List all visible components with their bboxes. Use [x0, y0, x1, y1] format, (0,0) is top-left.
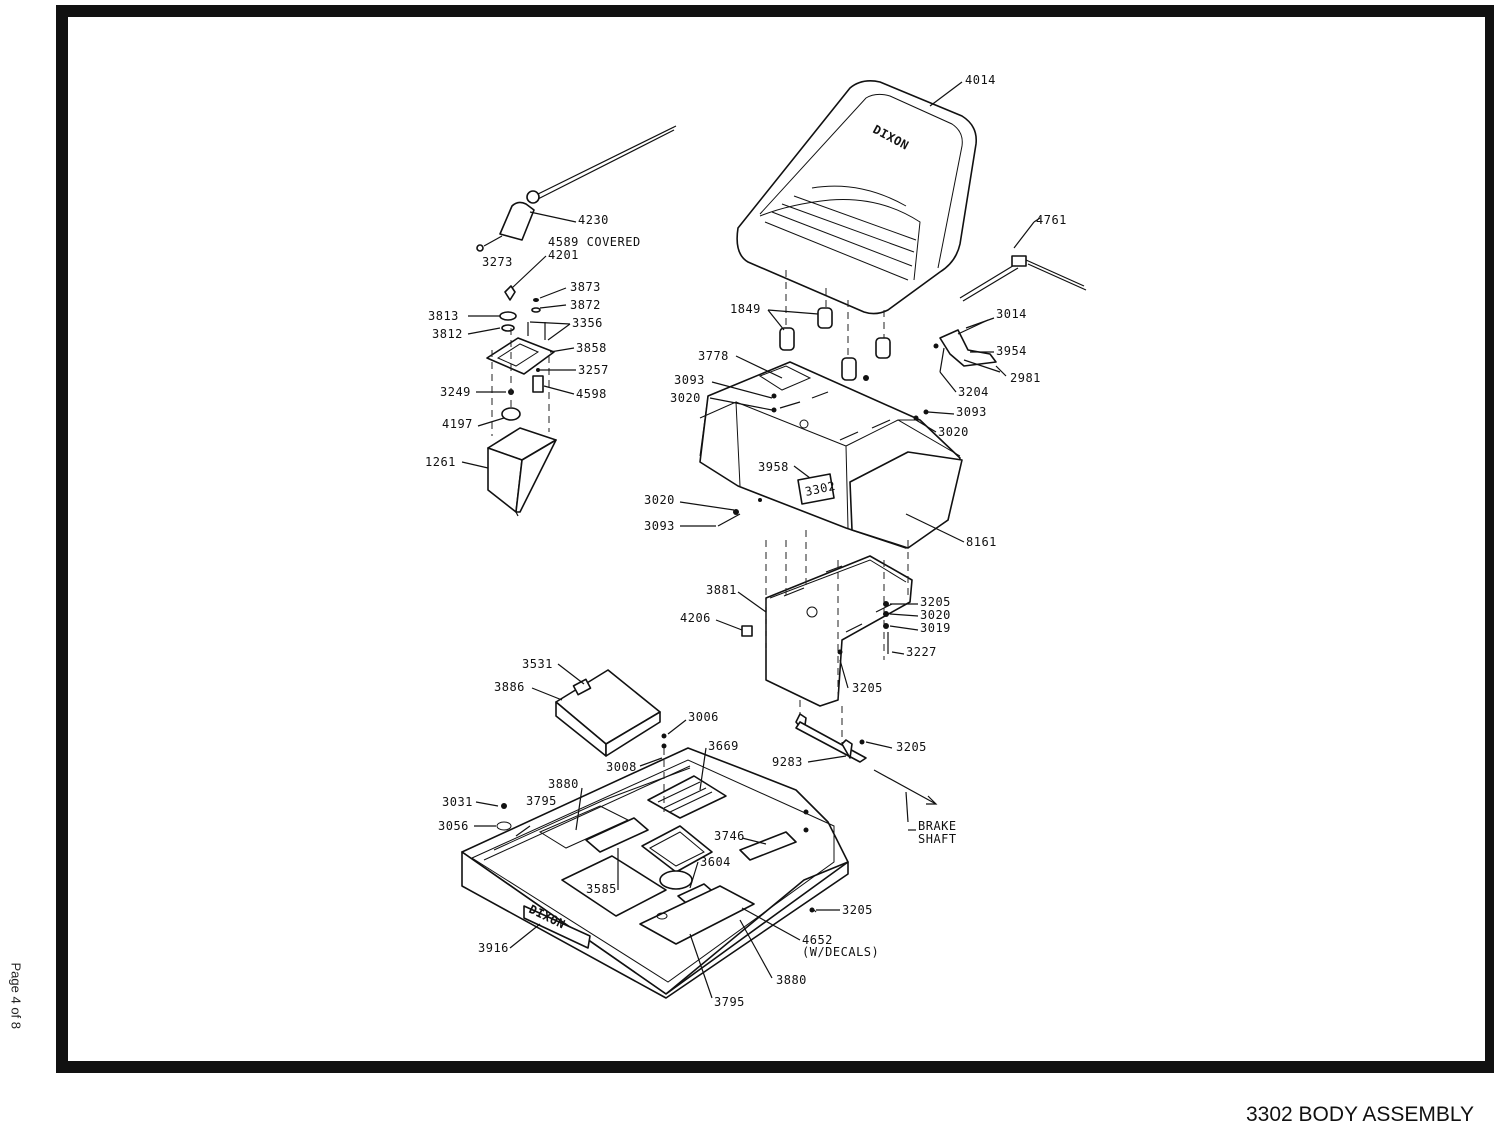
label-3093-b: 3093 [956, 405, 987, 419]
leader-lines [461, 81, 1041, 999]
label-3531: 3531 [522, 657, 553, 671]
label-4761: 4761 [1036, 213, 1067, 227]
label-4652: 4652 [802, 933, 833, 947]
label-3778: 3778 [698, 349, 729, 363]
seat-switch [933, 221, 1087, 373]
floor-pan: DIXON [461, 733, 849, 999]
label-3093-c: 3093 [644, 519, 675, 533]
label-2981: 2981 [1010, 371, 1041, 385]
label-3008: 3008 [606, 760, 637, 774]
label-4197: 4197 [442, 417, 473, 431]
label-4206: 4206 [680, 611, 711, 625]
label-shaft: SHAFT [918, 832, 957, 846]
label-3881: 3881 [706, 583, 737, 597]
label-3604: 3604 [700, 855, 731, 869]
label-4598: 4598 [576, 387, 607, 401]
label-3020-b: 3020 [938, 425, 969, 439]
label-3746: 3746 [714, 829, 745, 843]
pan-hardware [717, 393, 929, 527]
label-3031: 3031 [442, 795, 473, 809]
label-3273: 3273 [482, 255, 513, 269]
label-3813: 3813 [428, 309, 459, 323]
label-3669: 3669 [708, 739, 739, 753]
label-4201: 4201 [548, 248, 579, 262]
label-1261: 1261 [425, 455, 456, 469]
seat-support-plate [741, 530, 913, 707]
label-9283: 9283 [772, 755, 803, 769]
drawing-caption: 3302 BODY ASSEMBLY [1245, 1103, 1474, 1126]
label-3795-b: 3795 [714, 995, 745, 1009]
label-3916: 3916 [478, 941, 509, 955]
switch-bracket-1261 [487, 427, 557, 517]
label-3858: 3858 [576, 341, 607, 355]
label-3056: 3056 [438, 819, 469, 833]
label-3249: 3249 [440, 385, 471, 399]
label-4652-decals: (W/DECALS) [802, 945, 879, 959]
label-3205-b: 3205 [852, 681, 883, 695]
label-1849: 1849 [730, 302, 761, 316]
label-3812: 3812 [432, 327, 463, 341]
label-4589: 4589 COVERED [548, 235, 641, 249]
label-3020-d: 3020 [920, 608, 951, 622]
label-4014: 4014 [965, 73, 996, 87]
access-cover [555, 669, 661, 757]
label-3204: 3204 [958, 385, 989, 399]
label-3954: 3954 [996, 344, 1027, 358]
label-3019: 3019 [920, 621, 951, 635]
label-4230: 4230 [578, 213, 609, 227]
label-3880-a: 3880 [548, 777, 579, 791]
label-8161: 8161 [966, 535, 997, 549]
seat-bumpers [779, 270, 891, 381]
brake-shaft [795, 700, 938, 805]
label-3958: 3958 [758, 460, 789, 474]
label-3205-c: 3205 [896, 740, 927, 754]
label-3257: 3257 [578, 363, 609, 377]
label-3020-a: 3020 [670, 391, 701, 405]
label-3880-b: 3880 [776, 973, 807, 987]
label-3872: 3872 [570, 298, 601, 312]
throttle-control [476, 125, 677, 252]
fender-decal-text: 3302 [804, 479, 837, 499]
label-3093-a: 3093 [674, 373, 705, 387]
label-3585: 3585 [586, 882, 617, 896]
label-brake: BRAKE [918, 819, 957, 833]
seat: DIXON [736, 80, 978, 315]
label-3205-d: 3205 [842, 903, 873, 917]
label-3014: 3014 [996, 307, 1027, 321]
label-3873: 3873 [570, 280, 601, 294]
switch-hardware [486, 285, 555, 436]
label-3227: 3227 [906, 645, 937, 659]
label-3356: 3356 [572, 316, 603, 330]
label-3795-a: 3795 [526, 794, 557, 808]
part-labels: 4014 4230 4589 COVERED 3273 4201 3873 38… [425, 73, 1067, 1009]
label-3020-c: 3020 [644, 493, 675, 507]
page-number: Page 4 of 8 [8, 962, 24, 1030]
label-3205-a: 3205 [920, 595, 951, 609]
label-3886: 3886 [494, 680, 525, 694]
label-3006: 3006 [688, 710, 719, 724]
